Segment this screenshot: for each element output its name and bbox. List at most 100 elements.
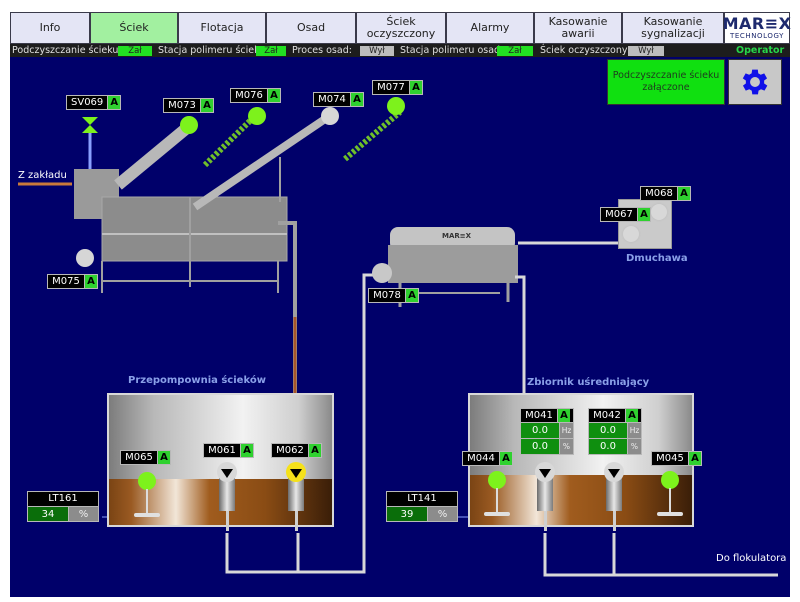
drum-filter-body	[388, 245, 518, 283]
tag-name: M065	[125, 452, 153, 463]
screw-m077	[343, 109, 402, 162]
tag-m075[interactable]: M075 A	[47, 274, 98, 289]
frequency-value: 0.0	[589, 423, 627, 438]
tag-m078[interactable]: M078 A	[368, 288, 419, 303]
level-unit: %	[68, 506, 98, 521]
tab-flotacja[interactable]: Flotacja	[178, 12, 266, 44]
vfd-m041[interactable]: M041 A 0.0 Hz 0.0 %	[520, 408, 574, 455]
mixer-shaft	[496, 488, 498, 514]
tab-alarmy[interactable]: Alarmy	[446, 12, 534, 44]
level-value: 39	[387, 506, 427, 521]
tank1-title: Przepompownia ścieków	[128, 375, 266, 386]
pipes-and-equipment: MAR≡X	[18, 109, 778, 577]
pump-m061[interactable]	[217, 462, 237, 482]
tab-sciek[interactable]: Ściek	[90, 12, 178, 44]
tag-m041[interactable]: M041 A	[520, 408, 574, 423]
vfd-m042[interactable]: M042 A 0.0 Hz 0.0 %	[588, 408, 642, 455]
mode-indicator: A	[240, 444, 253, 457]
level-name: LT141	[387, 492, 457, 506]
tag-name: M068	[645, 188, 673, 199]
level-lt161: LT161 34 %	[27, 491, 99, 522]
motor-m073[interactable]	[180, 116, 198, 134]
tag-m042[interactable]: M042 A	[588, 408, 642, 423]
tag-sv069[interactable]: SV069 A	[66, 95, 122, 110]
blower-label: Dmuchawa	[626, 253, 688, 264]
mixer-blade	[484, 512, 510, 516]
settings-button[interactable]	[728, 59, 782, 105]
motor-m075[interactable]	[76, 249, 94, 267]
blower-fan-2	[623, 226, 639, 242]
mode-indicator: A	[688, 452, 701, 465]
top-navigation: Info Ściek Flotacja Osad Ściek oczyszczo…	[10, 12, 791, 44]
mode-indicator: A	[308, 444, 321, 457]
process-diagram: MAR≡X Podczyszczanie ścieku załączone Z …	[10, 57, 790, 597]
tag-m077[interactable]: M077 A	[372, 80, 423, 95]
inlet-label: Z zakładu	[18, 170, 67, 181]
status-bar: Podczyszczanie ścieku: Zał Stacja polime…	[10, 44, 790, 57]
percent-value: 0.0	[589, 439, 627, 454]
svg-text:MAR≡X: MAR≡X	[442, 232, 472, 240]
tag-name: M078	[373, 290, 401, 301]
pump-m041[interactable]	[535, 462, 555, 482]
pump-shaft	[295, 511, 298, 531]
tab-osad[interactable]: Osad	[266, 12, 356, 44]
mode-indicator: A	[84, 275, 97, 288]
tag-m045[interactable]: M045 A	[651, 451, 702, 466]
tag-m074[interactable]: M074 A	[313, 92, 364, 107]
mode-indicator: A	[637, 208, 650, 221]
mode-indicator: A	[157, 451, 170, 464]
motor-m076[interactable]	[248, 107, 266, 125]
tag-name: M075	[52, 276, 80, 287]
mixer-m045[interactable]	[661, 471, 679, 489]
pump-body-m041	[537, 477, 553, 511]
tag-name: M045	[656, 453, 684, 464]
tab-info[interactable]: Info	[10, 12, 90, 44]
tag-m044[interactable]: M044 A	[462, 451, 513, 466]
mode-indicator: A	[625, 409, 638, 422]
tag-name: M077	[377, 82, 405, 93]
tag-m061[interactable]: M061 A	[203, 443, 254, 458]
status-label-pretreatment: Podczyszczanie ścieku:	[12, 45, 122, 56]
tag-name: M061	[208, 445, 236, 456]
tank2-liquid	[470, 475, 692, 525]
tag-m062[interactable]: M062 A	[271, 443, 322, 458]
mixer-m044[interactable]	[488, 471, 506, 489]
frequency-unit: Hz	[627, 423, 641, 438]
level-name: LT161	[28, 492, 98, 506]
conveyor-m074	[192, 115, 328, 211]
motor-m077[interactable]	[387, 97, 405, 115]
reset-signaling-button[interactable]: Kasowanie sygnalizacji	[622, 12, 724, 44]
pump-m042[interactable]	[604, 462, 624, 482]
mixer-m065[interactable]	[138, 472, 156, 490]
tank2-title: Zbiornik uśredniający	[527, 377, 650, 388]
conveyor-m073	[114, 122, 192, 190]
mixer-blade	[657, 512, 683, 516]
blower-fan-1	[651, 204, 667, 220]
motor-m074[interactable]	[321, 107, 339, 125]
status-value-sludge-process: Wył	[360, 46, 394, 56]
status-value-pretreatment: Zał	[118, 46, 152, 56]
mode-indicator: A	[405, 289, 418, 302]
screen-trough	[101, 196, 288, 262]
tab-sciek-oczyszczony[interactable]: Ściek oczyszczony	[356, 12, 446, 44]
level-value: 34	[28, 506, 68, 521]
screw-m076	[202, 112, 259, 168]
tag-m068[interactable]: M068 A	[640, 186, 691, 201]
tag-name: M073	[168, 100, 196, 111]
pump-body-m062	[288, 477, 304, 511]
tag-m065[interactable]: M065 A	[120, 450, 171, 465]
reset-faults-button[interactable]: Kasowanie awarii	[534, 12, 622, 44]
status-value-polymer-wastewater: Zał	[256, 46, 286, 56]
tag-name: SV069	[71, 97, 104, 108]
tag-m067[interactable]: M067 A	[600, 207, 651, 222]
pump-m062[interactable]	[286, 462, 306, 482]
tag-m073[interactable]: M073 A	[163, 98, 214, 113]
mode-indicator: A	[350, 93, 363, 106]
mode-indicator: A	[200, 99, 213, 112]
status-label-polymer-wastewater: Stacja polimeru ściek:	[158, 45, 263, 56]
mode-indicator: A	[677, 187, 690, 200]
level-unit: %	[427, 506, 457, 521]
pretreatment-status-button[interactable]: Podczyszczanie ścieku załączone	[607, 59, 725, 105]
valve-sv069-bottom	[82, 125, 98, 133]
tag-m076[interactable]: M076 A	[230, 88, 281, 103]
